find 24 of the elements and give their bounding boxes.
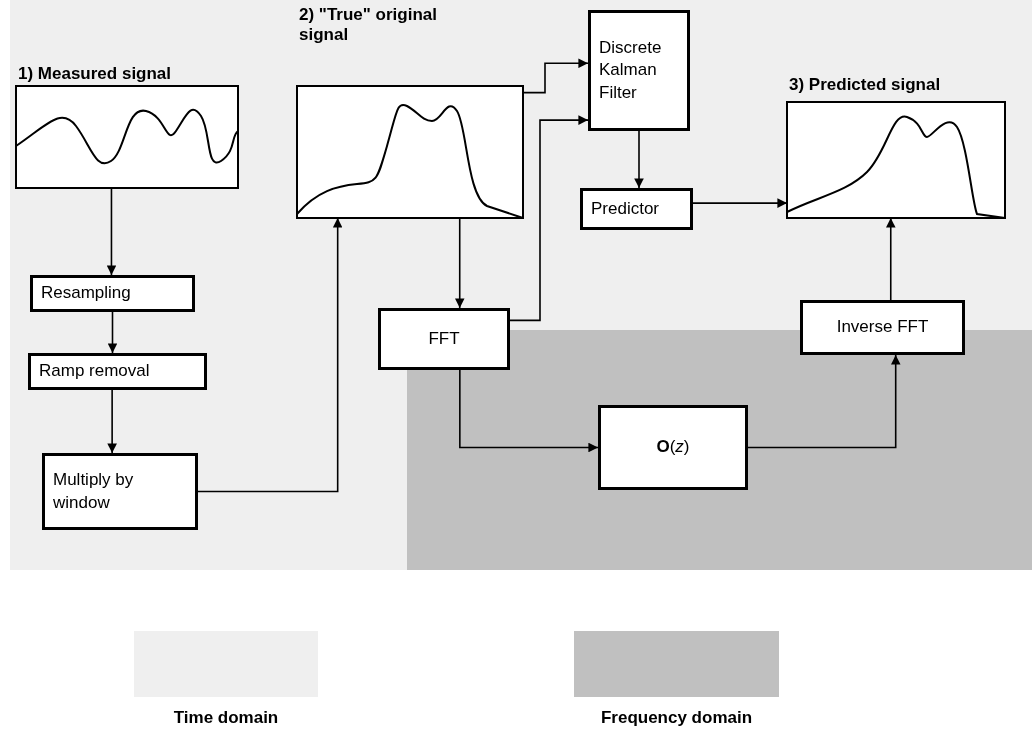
plot-heading: 1) Measured signal [18, 64, 173, 85]
arrow [197, 217, 343, 493]
process-box: Multiply by window [42, 453, 198, 530]
arrow [106, 187, 117, 276]
plot-heading: 3) Predicted signal [789, 75, 942, 96]
process-box: FFT [378, 308, 510, 370]
arrow [634, 130, 644, 189]
arrow [107, 311, 118, 354]
arrow [454, 217, 465, 309]
arrow [747, 354, 901, 449]
arrow [107, 389, 117, 454]
process-box: O(z) [598, 405, 748, 490]
process-box: Resampling [30, 275, 195, 312]
arrow [509, 115, 589, 322]
arrow [459, 369, 599, 453]
arrow [885, 217, 896, 301]
legend-label: Time domain [172, 708, 280, 728]
legend-label: Frequency domain [599, 708, 754, 728]
process-box: Ramp removal [28, 353, 207, 390]
process-box: Inverse FFT [800, 300, 965, 355]
process-box: Predictor [580, 188, 693, 230]
process-box: Discrete Kalman Filter [588, 10, 690, 131]
plot-heading: 2) "True" original signal [299, 5, 438, 46]
arrow [692, 198, 788, 208]
